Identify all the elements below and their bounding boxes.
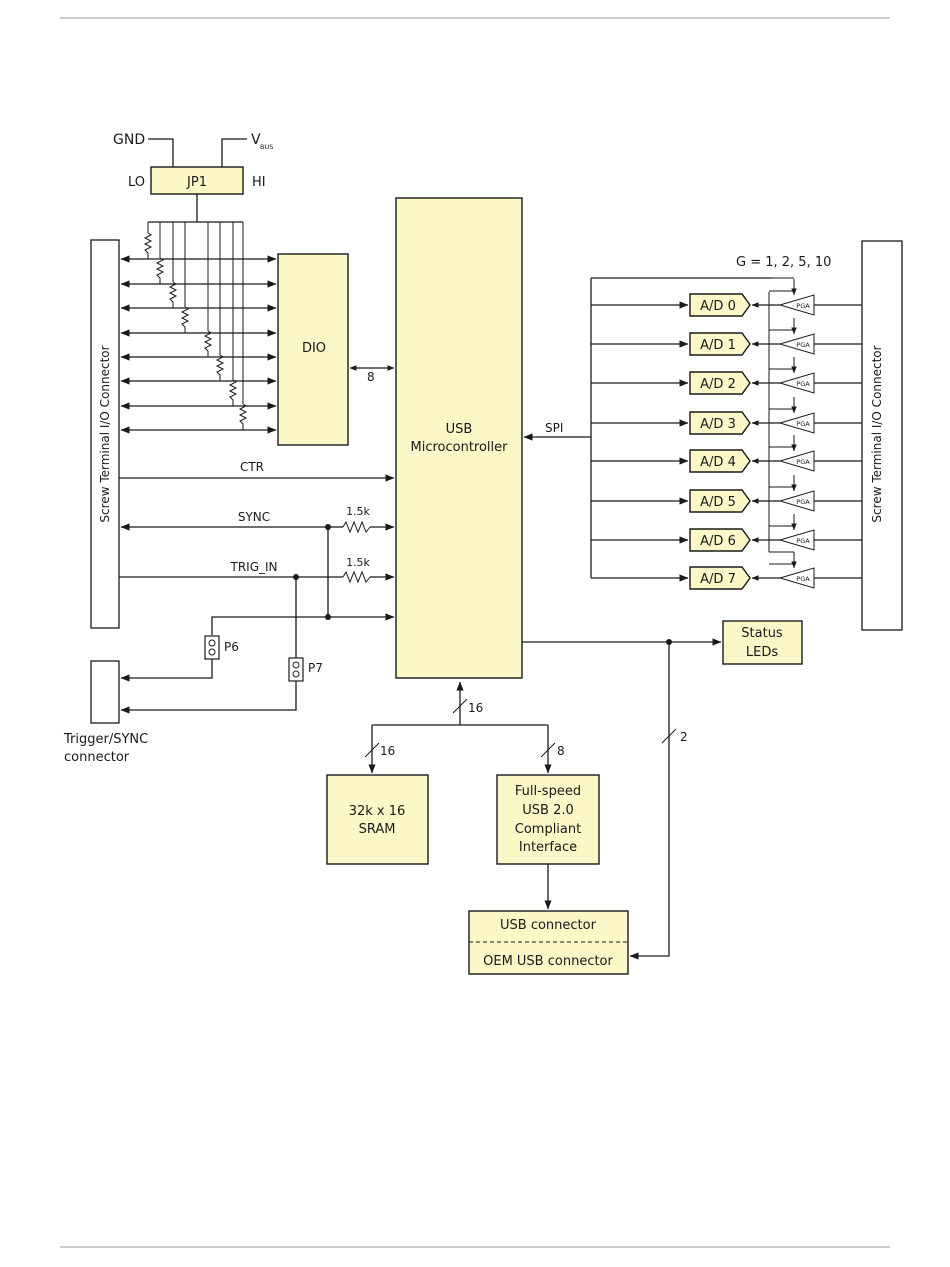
usb-if-line1: Full-speed — [515, 784, 581, 799]
pga-label: PGA — [796, 498, 810, 506]
trig-resistor-label: 1.5k — [346, 556, 370, 569]
status-led-path: 2 — [522, 638, 722, 960]
status-leds-line2: LEDs — [746, 645, 778, 660]
usb-if-line3: Compliant — [515, 822, 581, 837]
adc-channels: A/D 0 PGA A/D 1 PGA A/D 2 PGA A/D 3 PGA A/D 4 PGA… — [591, 277, 862, 590]
trigger-connector-line1: Trigger/SYNC — [63, 732, 148, 747]
p6-label: P6 — [224, 640, 239, 654]
adc-block — [689, 411, 751, 435]
pull-resistor — [155, 257, 165, 284]
adc-block — [689, 371, 751, 395]
right-screw-terminal — [861, 240, 903, 631]
adc-block — [689, 489, 751, 513]
pull-resistor — [215, 354, 225, 381]
trigger-connector-line2: connector — [64, 750, 130, 765]
ctr-label: CTR — [240, 460, 264, 474]
sram-block — [326, 774, 429, 865]
adc-label: A/D 1 — [700, 338, 736, 353]
pga-label: PGA — [796, 575, 810, 583]
status-leds-block — [722, 620, 803, 665]
status-leds-line1: Status — [741, 626, 783, 641]
adc-label: A/D 2 — [700, 377, 736, 392]
adc-block — [689, 449, 751, 473]
pga-label: PGA — [796, 537, 810, 545]
adc-block — [689, 293, 751, 317]
spi-label: SPI — [545, 421, 563, 435]
adc-block — [689, 566, 751, 590]
sram-bus-width: 16 — [380, 744, 395, 758]
pull-resistor — [143, 232, 153, 259]
adc-label: A/D 3 — [700, 417, 736, 432]
sram-line2: SRAM — [359, 822, 396, 837]
adc-label: A/D 7 — [700, 572, 736, 587]
left-screw-terminal — [90, 239, 120, 629]
usb-microcontroller-line1: USB — [446, 422, 473, 437]
adc-label: A/D 6 — [700, 534, 736, 549]
hi-label: HI — [252, 175, 266, 190]
vbus-label: V — [251, 132, 261, 148]
pga-label: PGA — [796, 458, 810, 466]
control-signals: CTR SYNC 1.5k TRIG_IN 1.5k — [119, 460, 395, 658]
usb-microcontroller-line2: Microcontroller — [410, 440, 508, 455]
right-screw-terminal-label: Screw Terminal I/O Connector — [870, 345, 884, 522]
left-screw-terminal-label: Screw Terminal I/O Connector — [98, 345, 112, 522]
dio-bus-width: 8 — [367, 370, 375, 384]
trigger-sync-connector — [90, 660, 120, 724]
pga-label: PGA — [796, 380, 810, 388]
sync-resistor-label: 1.5k — [346, 505, 370, 518]
pull-resistor — [228, 379, 238, 406]
gnd-label: GND — [113, 132, 145, 148]
trig-in-label: TRIG_IN — [229, 560, 277, 574]
usb-if-line4: Interface — [519, 840, 577, 855]
adc-label: A/D 5 — [700, 495, 736, 510]
oem-usb-connector-label: OEM USB connector — [483, 954, 613, 969]
dio-block — [277, 253, 349, 446]
lo-label: LO — [128, 175, 145, 190]
pga-label: PGA — [796, 420, 810, 428]
jp1-label: JP1 — [186, 175, 207, 190]
jp1-block — [150, 166, 244, 195]
usb-interface-block — [496, 774, 600, 865]
p6-jumper: P6 — [120, 635, 239, 682]
dio-lines — [120, 222, 277, 434]
sram-line1: 32k x 16 — [349, 804, 406, 819]
usb-if-bus-width: 8 — [557, 744, 565, 758]
gain-label: G = 1, 2, 5, 10 — [736, 255, 831, 270]
pull-resistor — [203, 330, 213, 357]
adc-label: A/D 0 — [700, 299, 736, 314]
dio-label: DIO — [302, 341, 326, 356]
mc-bus-width: 16 — [468, 701, 483, 715]
adc-label: A/D 4 — [700, 455, 736, 470]
jp1-group: GND V BUS JP1 LO HI — [113, 132, 273, 223]
p7-jumper: P7 — [120, 657, 323, 714]
adc-block — [689, 332, 751, 356]
pull-resistor — [238, 403, 248, 430]
usb-microcontroller-block — [395, 197, 523, 679]
p7-label: P7 — [308, 661, 323, 675]
mc-memory-bus: 16 16 8 — [364, 681, 565, 774]
usb-if-line2: USB 2.0 — [522, 803, 574, 818]
usb-connector-label: USB connector — [500, 918, 597, 933]
pull-resistor — [168, 281, 178, 308]
vbus-subscript: BUS — [260, 143, 273, 151]
pga-label: PGA — [796, 302, 810, 310]
sync-label: SYNC — [238, 510, 270, 524]
pga-label: PGA — [796, 341, 810, 349]
pull-resistor — [180, 306, 190, 333]
led-bus-width: 2 — [680, 730, 688, 744]
adc-block — [689, 528, 751, 552]
